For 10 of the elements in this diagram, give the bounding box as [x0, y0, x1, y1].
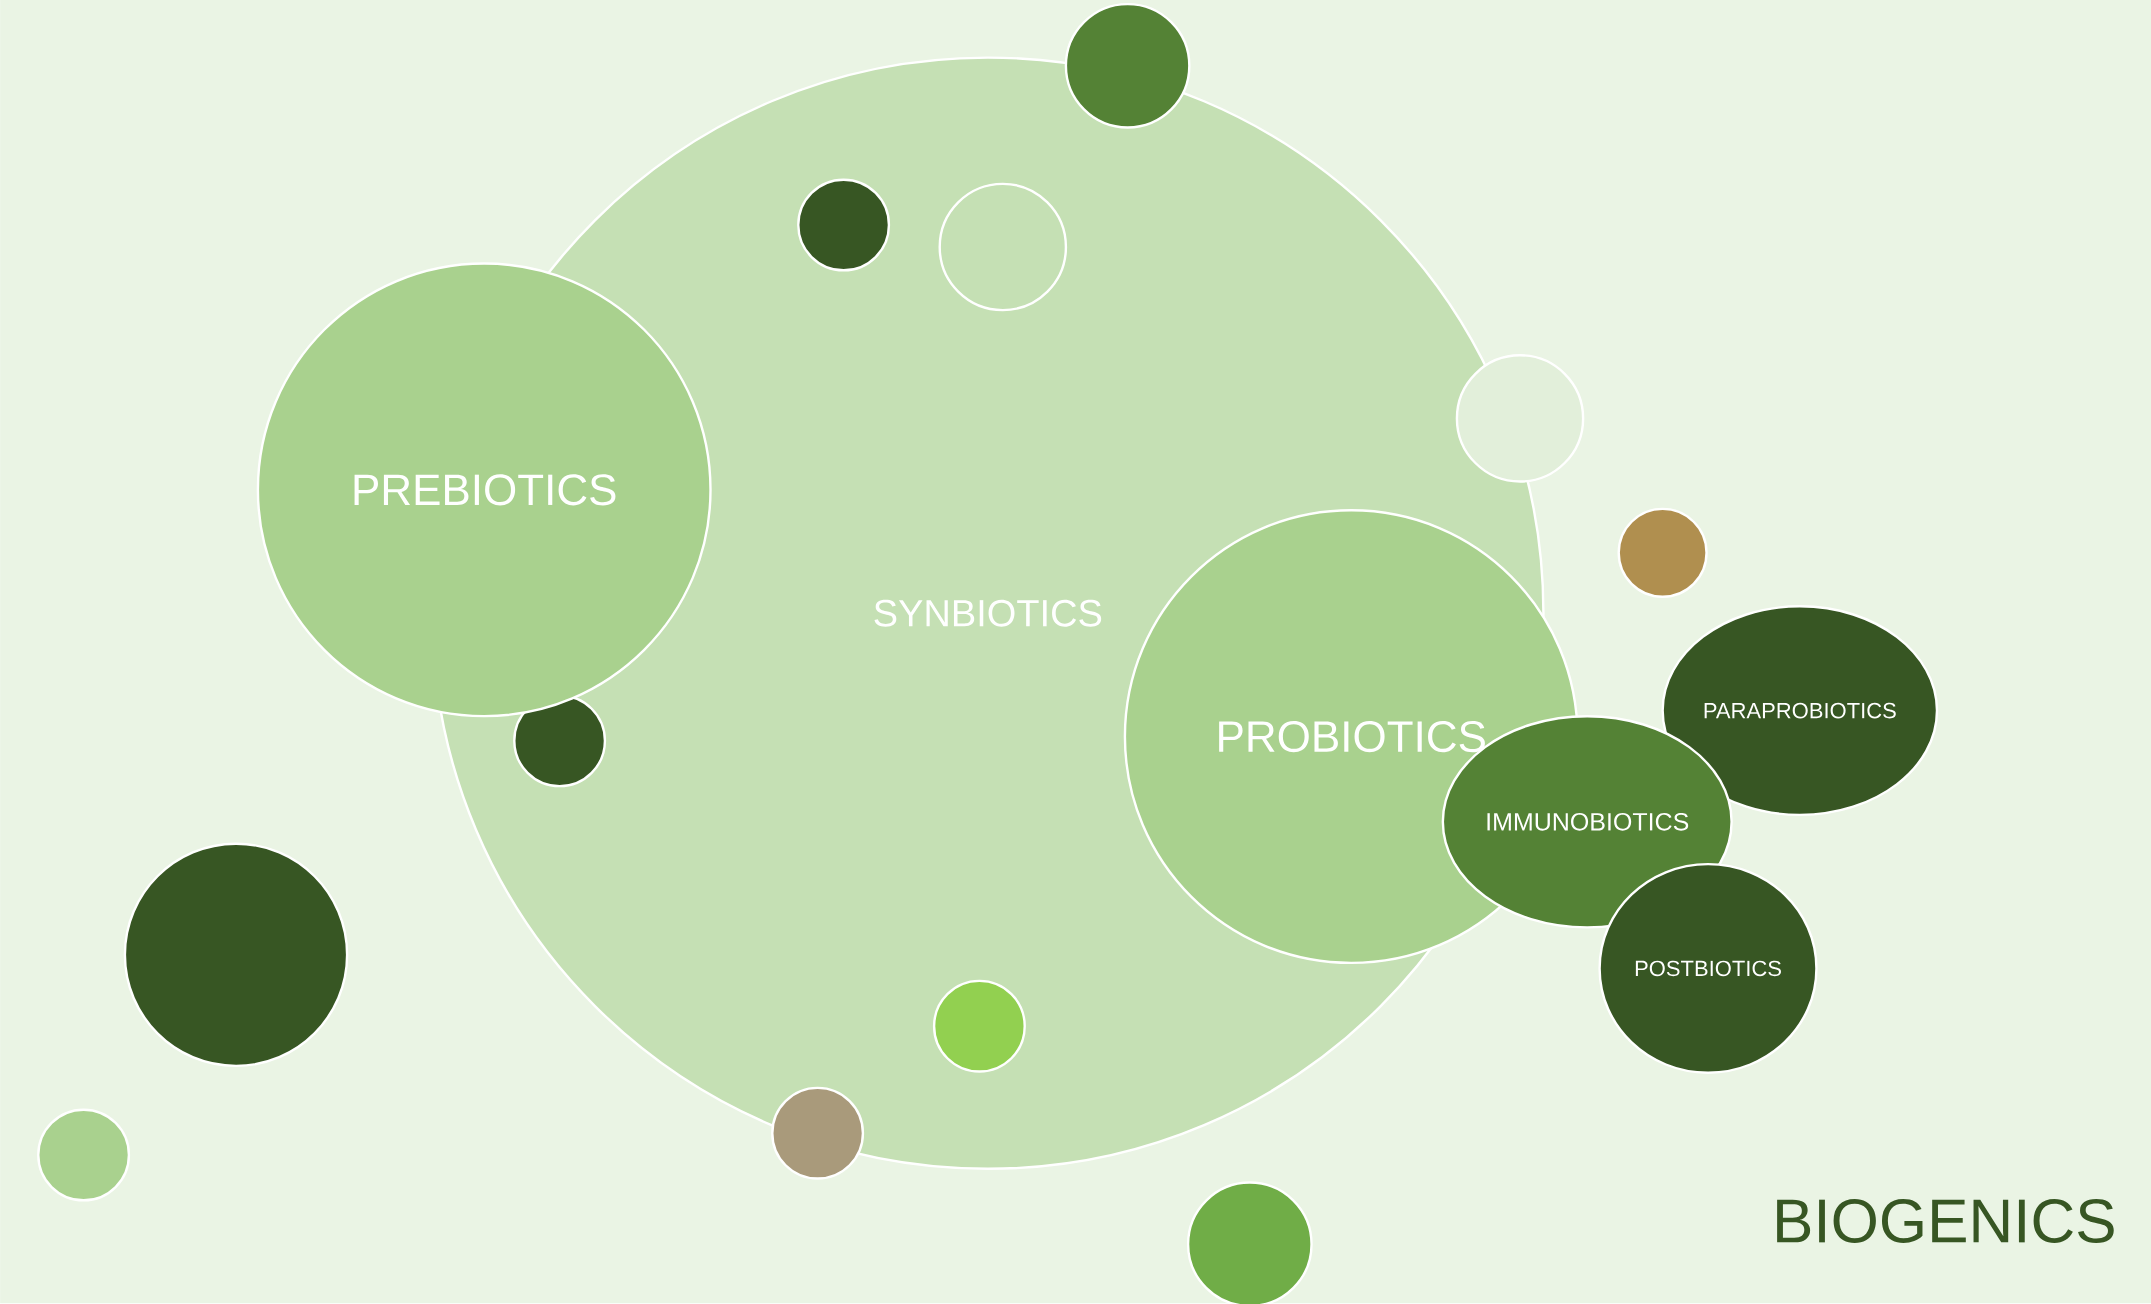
circle [1617, 507, 1708, 598]
circle [37, 1108, 131, 1202]
circle [932, 979, 1026, 1073]
circle [797, 178, 891, 272]
circle [1455, 354, 1585, 483]
circle [1186, 1181, 1313, 1304]
circle [771, 1086, 865, 1180]
circle [123, 842, 349, 1068]
circle [1064, 2, 1191, 129]
circle [938, 182, 1068, 312]
